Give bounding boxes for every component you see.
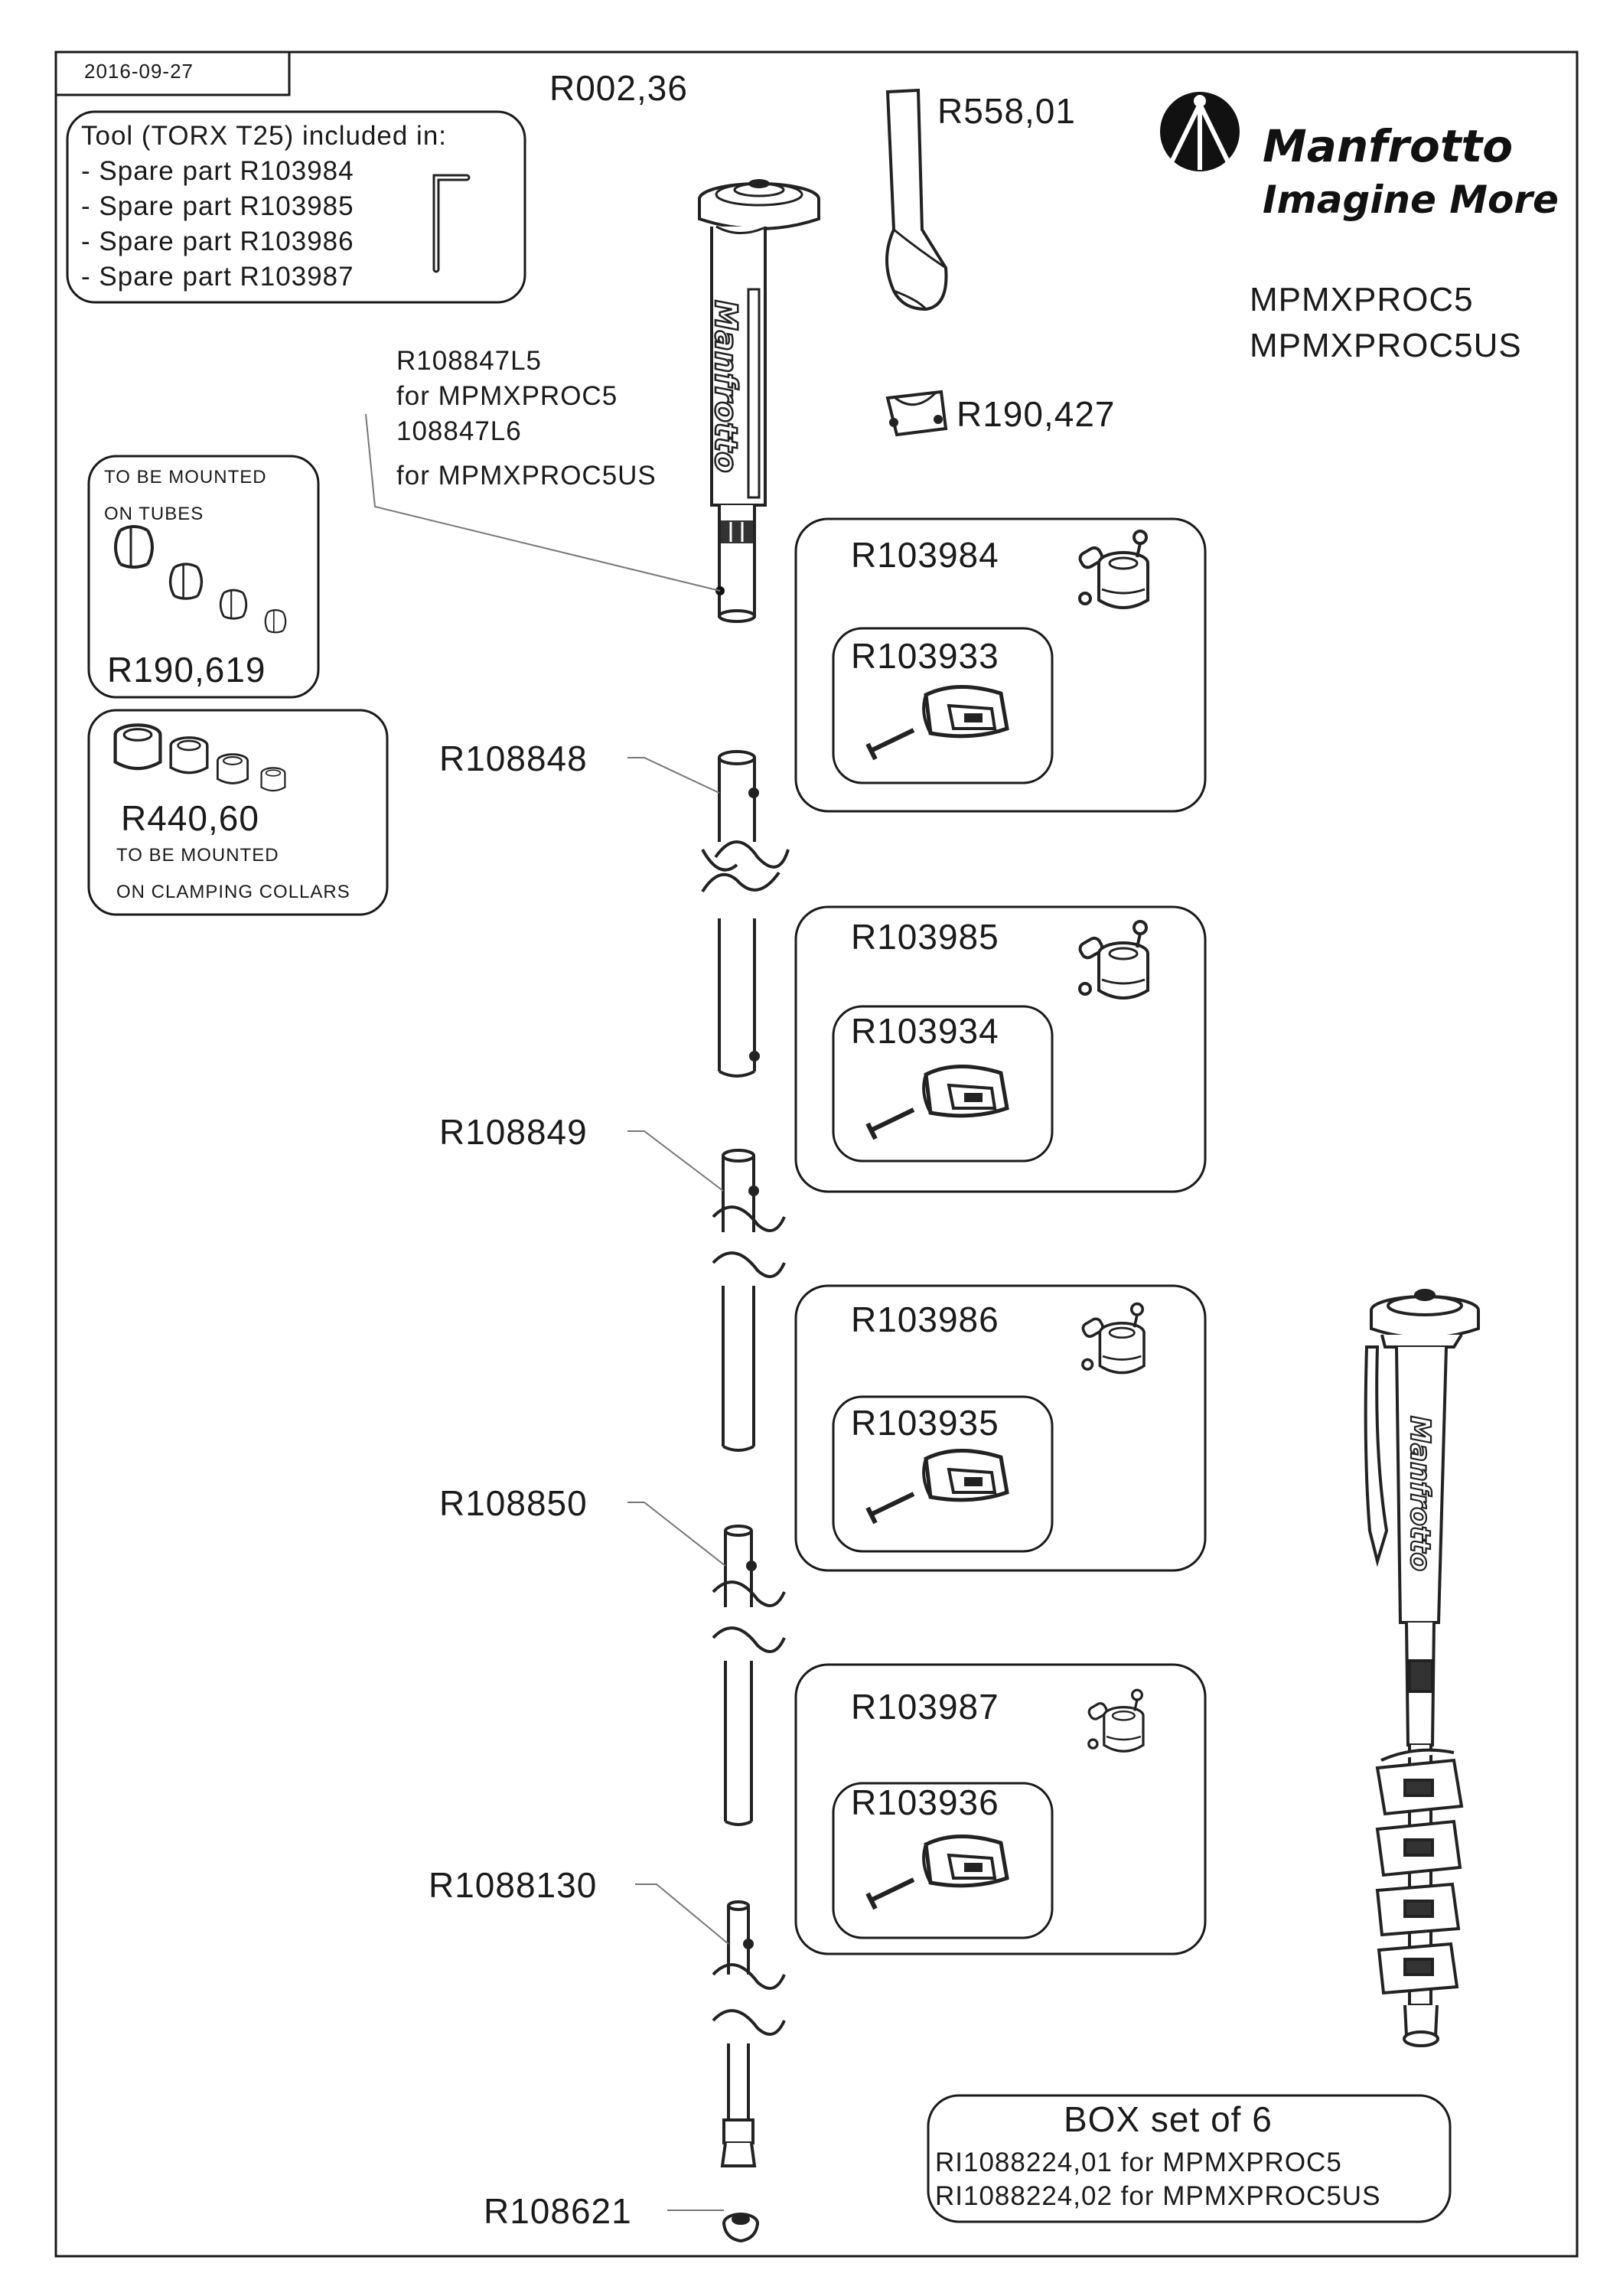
model-code: MPMXPROC5US [1250, 327, 1522, 364]
kit-part-label: R103985 [851, 917, 999, 957]
part-label-clip: R190,427 [957, 394, 1116, 434]
part-label-strap: R558,01 [937, 91, 1076, 131]
svg-text:Manfrotto: Manfrotto [708, 300, 743, 473]
kit-part-label: R103984 [851, 535, 999, 575]
brand-name: Manfrotto [1263, 120, 1514, 172]
tool-note-title: Tool (TORX T25) included in: [81, 121, 448, 151]
tool-note-item: - Spare part R103987 [81, 262, 354, 292]
part-label-tube: R108849 [439, 1112, 588, 1152]
manfrotto-logo-mark [1160, 92, 1240, 171]
part-label-tube: R1088130 [429, 1865, 598, 1905]
model-code: MPMXPROC5 [1250, 281, 1474, 318]
shims-tubes-note-line1: TO BE MOUNTED [104, 467, 267, 488]
part-label-collar-shims: R440,60 [121, 798, 259, 838]
tool-note-item: - Spare part R103985 [81, 191, 354, 221]
part-label-top-tube: R108847L5 [396, 346, 542, 376]
brand-tagline: Imagine More [1263, 178, 1559, 222]
svg-text:Manfrotto: Manfrotto [1404, 1416, 1436, 1571]
top-section-drawing: Manfrotto [698, 179, 820, 623]
kit-part-label: R103987 [851, 1687, 999, 1727]
part-label-top-tube-alt-note: for MPMXPROC5US [396, 461, 657, 491]
part-label-top-head: R002,36 [549, 68, 688, 108]
lever-part-label: R103935 [851, 1403, 999, 1443]
part-label-top-tube-note: for MPMXPROC5 [396, 381, 618, 411]
lever-part-label: R103936 [851, 1782, 999, 1822]
shims-tubes-note-line2: ON TUBES [104, 504, 204, 524]
box-set-line: RI1088224,02 for MPMXPROC5US [935, 2181, 1381, 2211]
lever-part-label: R103934 [851, 1011, 999, 1051]
shims-collars-note-line2: ON CLAMPING COLLARS [116, 882, 350, 902]
part-label-tube: R108850 [439, 1483, 588, 1523]
tube-column-drawing [701, 750, 790, 2243]
kit-part-label: R103986 [851, 1300, 999, 1339]
kit-boxes [794, 517, 1207, 1955]
box-set-title: BOX set of 6 [1064, 2099, 1273, 2139]
box-set-line: RI1088224,01 for MPMXPROC5 [935, 2148, 1342, 2177]
date-label: 2016-09-27 [84, 60, 194, 83]
part-label-tube-shims: R190,619 [107, 650, 266, 690]
assembled-monopod-drawing: Manfrotto [1364, 1289, 1480, 2047]
part-label-tube: R108848 [439, 739, 588, 778]
part-label-top-tube-alt: 108847L6 [396, 416, 522, 446]
lever-part-label: R103933 [851, 636, 999, 676]
tool-note-item: - Spare part R103986 [81, 227, 354, 256]
part-label-foot: R108621 [484, 2191, 632, 2231]
tool-note-item: - Spare part R103984 [81, 156, 354, 186]
tube-leader-lines [627, 757, 729, 2211]
shims-collars-note-line1: TO BE MOUNTED [116, 845, 279, 866]
